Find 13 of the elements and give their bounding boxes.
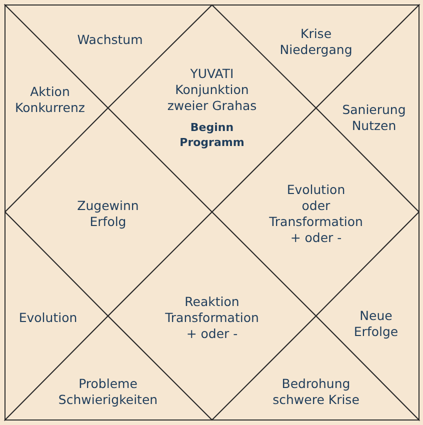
house-label: Evolution oder Transformation + oder - bbox=[269, 182, 363, 246]
house-label: Probleme Schwierigkeiten bbox=[58, 376, 158, 408]
house-label: Wachstum bbox=[77, 32, 143, 48]
house-label: Aktion Konkurrenz bbox=[15, 84, 85, 116]
house-label: Sanierung Nutzen bbox=[342, 102, 406, 134]
house-label: YUVATI Konjunktion zweier Grahas bbox=[167, 66, 257, 114]
house-note: Beginn Programm bbox=[178, 120, 246, 150]
house-label: Reaktion Transformation + oder - bbox=[165, 294, 259, 342]
house-label: Krise Niedergang bbox=[280, 26, 352, 58]
house-label: Bedrohung schwere Krise bbox=[272, 376, 360, 408]
house-label: Neue Erfolge bbox=[354, 308, 398, 340]
house-label: Evolution bbox=[18, 310, 78, 326]
house-label: Zugewinn Erfolg bbox=[77, 198, 139, 230]
